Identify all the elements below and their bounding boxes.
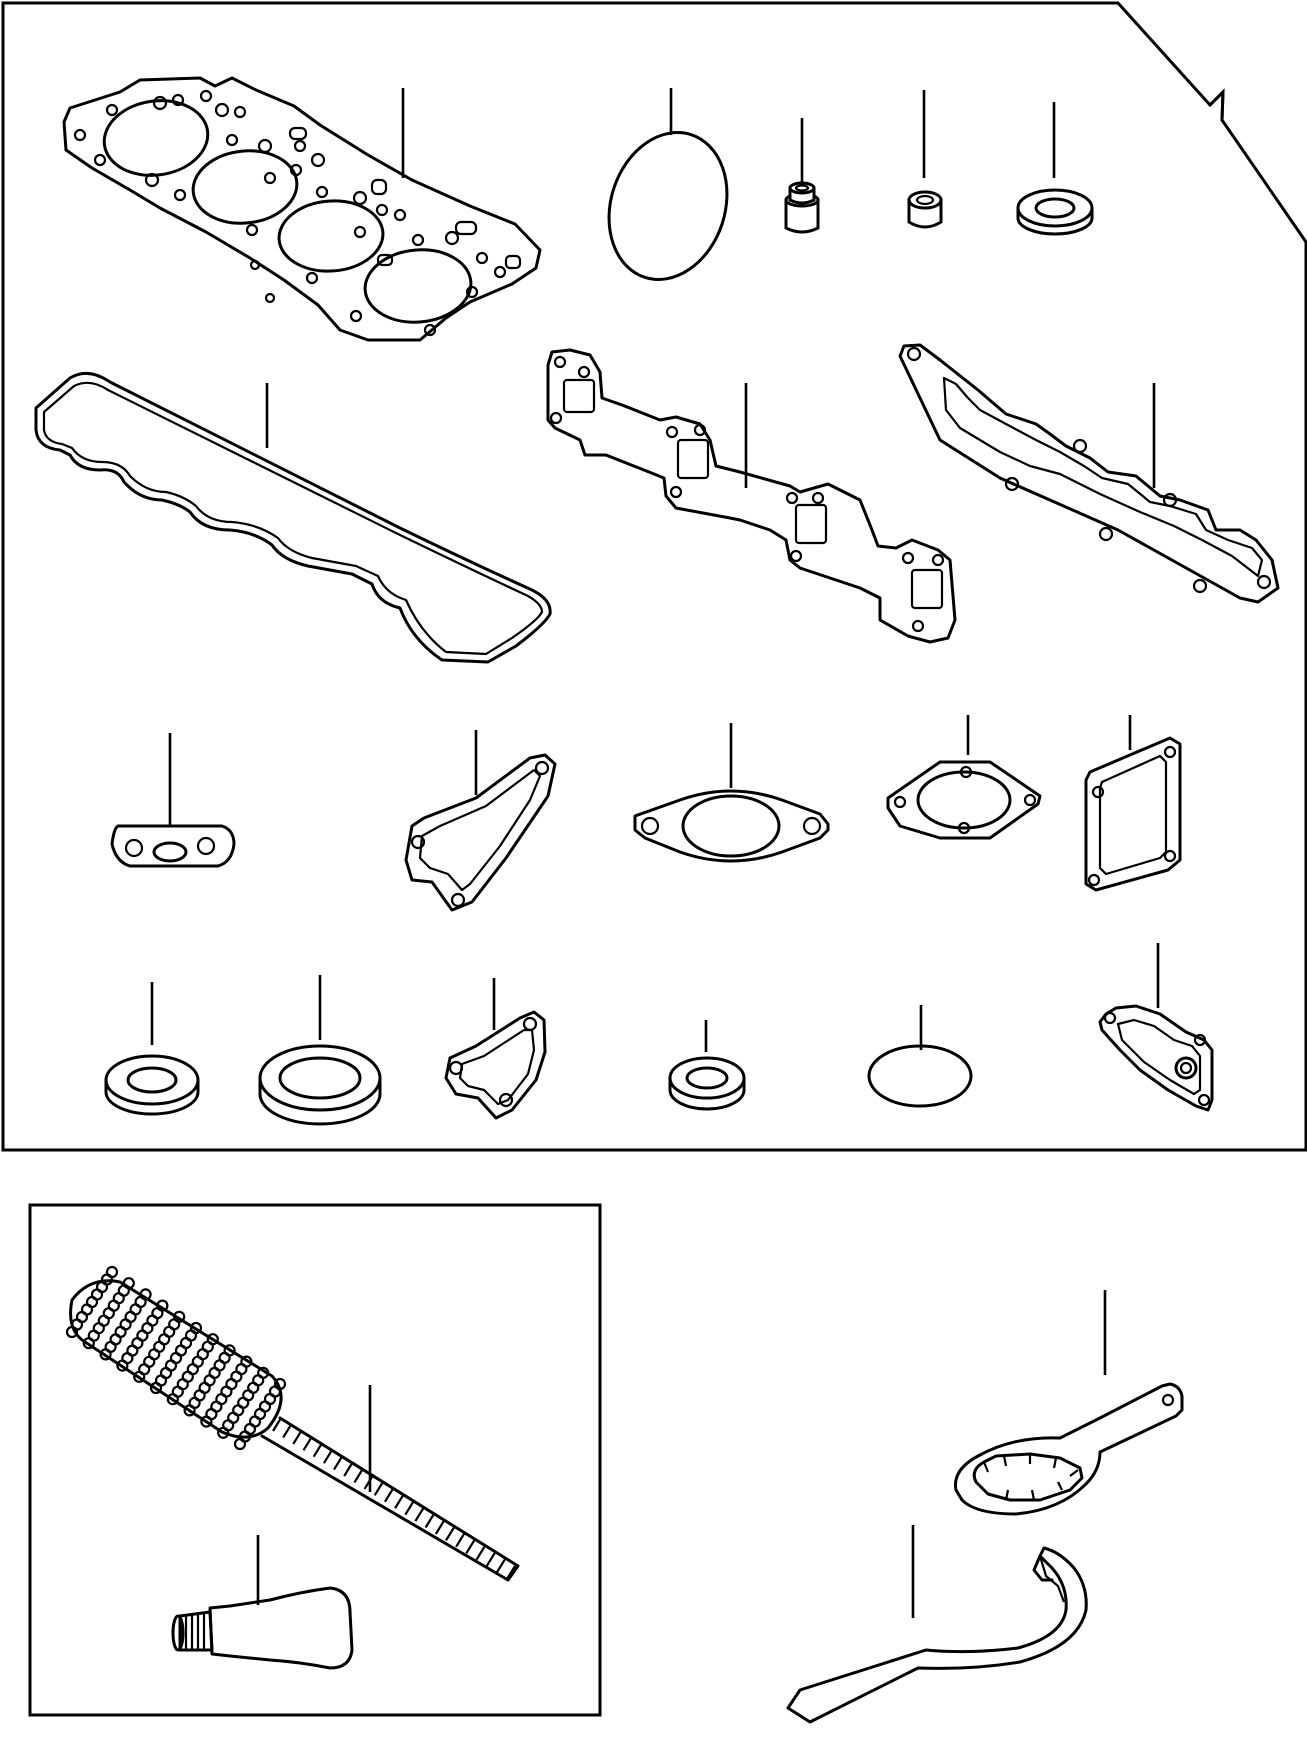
shaft-twist [272,1417,282,1432]
flange-gasket-small [110,824,236,868]
washer-large [258,1044,382,1126]
throttle-body-gasket [886,760,1042,840]
bristle-ball [273,1377,287,1391]
shaft-twist [343,1462,354,1477]
bristle-ball [257,1366,270,1379]
shaft-twist [455,1533,466,1548]
shaft-twist [495,1559,506,1574]
shaft-twist [383,1488,394,1503]
bushing [907,190,943,229]
shaft-twist [475,1546,486,1561]
shaft-twist [373,1481,384,1496]
washer-small-left [104,1054,200,1116]
shaft-twist [394,1494,405,1509]
exhaust-manifold-gasket [898,343,1280,604]
cover-gasket [1084,736,1182,892]
cylinder-hone-brush [65,1265,520,1582]
rocker-cover-gasket [34,371,552,664]
shaft-twist [322,1449,333,1464]
shaft-twist [414,1507,425,1522]
shaft-twist [292,1430,303,1445]
ring-spanner-wrench [953,1382,1184,1516]
frame-break-mark [1208,90,1225,122]
shaft-twist [424,1513,435,1529]
shaft-twist [302,1436,313,1451]
shaft-twist [363,1475,374,1490]
leader-lines [150,88,1160,1618]
washer-top [1016,188,1094,236]
valve-stem-seal [784,181,820,234]
shaft-twist [465,1539,476,1554]
washer-small-right [668,1056,746,1111]
shaft-twist [282,1423,293,1438]
oil-pump-gasket [1098,1004,1214,1112]
shaft-twist [445,1526,455,1541]
shaft-twist [506,1565,516,1580]
bristle-ball [173,1310,186,1323]
o-ring-large [607,131,729,281]
bristle-ball [223,1344,236,1357]
o-ring-small [867,1044,973,1108]
water-pump-gasket [404,753,557,912]
shaft-twist [333,1456,343,1471]
cleaning-kit-frame [28,1203,602,1717]
bristle-ball [206,1333,219,1346]
thermostat-gasket [444,1010,547,1120]
bristle-ball [189,1321,203,1335]
shaft-twist [404,1501,415,1516]
shaft-twist [434,1520,445,1535]
bristle-ball [139,1288,152,1301]
bristle-ball [105,1265,119,1279]
cylinder-head-gasket [62,76,542,342]
shaft-twist [485,1552,496,1567]
intake-manifold-gasket [546,348,957,644]
sealant-tube [171,1586,354,1670]
hook-spanner-wrench [786,1546,1088,1724]
bristle-ball [122,1277,135,1290]
oval-flange-gasket [633,789,830,863]
shaft-twist [312,1443,323,1458]
shaft-twist [353,1468,364,1484]
bristle-ball [240,1355,253,1368]
bristle-ball [156,1299,169,1312]
